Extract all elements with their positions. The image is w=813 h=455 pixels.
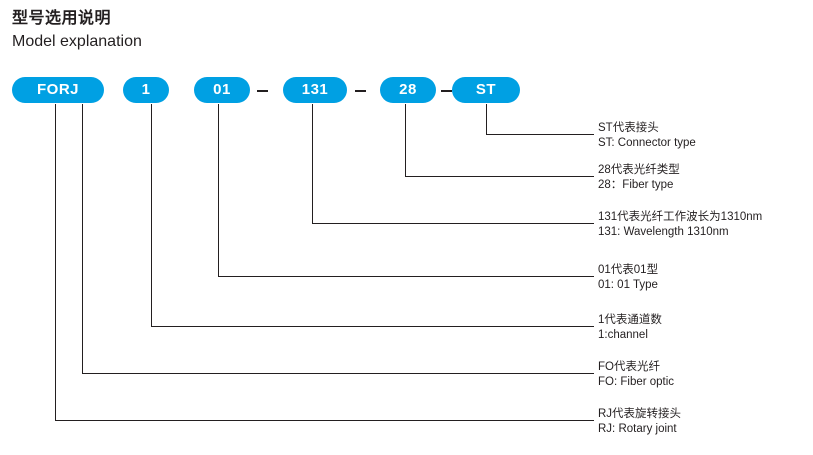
- leader-horizontal-rotary-joint: [55, 420, 594, 422]
- leader-vertical-type-01: [218, 104, 220, 276]
- callout-rotary-joint: RJ代表旋转接头 RJ: Rotary joint: [598, 407, 681, 437]
- code-separator-dash-0: [257, 90, 268, 92]
- code-segment-5: ST: [452, 77, 520, 103]
- leader-horizontal-connector-type: [486, 134, 594, 136]
- callout-wavelength-en: 131: Wavelength 1310nm: [598, 226, 729, 238]
- code-segment-1: 1: [123, 77, 169, 103]
- leader-horizontal-fiber-optic: [82, 373, 594, 375]
- leader-vertical-channel: [151, 104, 153, 326]
- leader-horizontal-type-01: [218, 276, 594, 278]
- callout-type-01-en: 01: 01 Type: [598, 279, 658, 291]
- leader-horizontal-wavelength: [312, 223, 594, 225]
- callout-channel-en: 1:channel: [598, 329, 648, 341]
- code-segment-2: 01: [194, 77, 250, 103]
- callout-wavelength: 131代表光纤工作波长为1310nm 131: Wavelength 1310nm: [598, 210, 762, 240]
- callout-connector-type-en: ST: Connector type: [598, 137, 696, 149]
- leader-vertical-connector-type: [486, 104, 488, 134]
- callout-rotary-joint-en: RJ: Rotary joint: [598, 423, 677, 435]
- callout-wavelength-cn: 131代表光纤工作波长为1310nm: [598, 211, 763, 223]
- callout-fiber-optic-cn: FO代表光纤: [598, 361, 660, 373]
- code-segment-3: 131: [283, 77, 347, 103]
- callout-fiber-optic-en: FO: Fiber optic: [598, 376, 675, 388]
- callout-type-01-cn: 01代表01型: [598, 264, 659, 276]
- leader-vertical-wavelength: [312, 104, 314, 223]
- page-title-en: Model explanation: [12, 33, 142, 50]
- callout-fiber-type: 28代表光纤类型 28：Fiber type: [598, 163, 680, 193]
- leader-vertical-rotary-joint: [55, 104, 57, 420]
- callout-connector-type-cn: ST代表接头: [598, 122, 659, 134]
- callout-rotary-joint-cn: RJ代表旋转接头: [598, 408, 682, 420]
- callout-fiber-type-en: 28：Fiber type: [598, 179, 674, 191]
- code-separator-dash-2: [441, 90, 452, 92]
- leader-horizontal-channel: [151, 326, 594, 328]
- page-title-cn: 型号选用说明: [12, 10, 112, 27]
- callout-channel: 1代表通道数 1:channel: [598, 313, 662, 343]
- leader-horizontal-fiber-type: [405, 176, 594, 178]
- callout-type-01: 01代表01型 01: 01 Type: [598, 263, 658, 293]
- callout-fiber-optic: FO代表光纤 FO: Fiber optic: [598, 360, 674, 390]
- code-segment-0: FORJ: [12, 77, 104, 103]
- callout-connector-type: ST代表接头 ST: Connector type: [598, 121, 696, 151]
- code-separator-dash-1: [355, 90, 366, 92]
- leader-vertical-fiber-type: [405, 104, 407, 176]
- callout-channel-cn: 1代表通道数: [598, 314, 662, 326]
- callout-fiber-type-cn: 28代表光纤类型: [598, 164, 680, 176]
- leader-vertical-fiber-optic: [82, 104, 84, 373]
- code-segment-4: 28: [380, 77, 436, 103]
